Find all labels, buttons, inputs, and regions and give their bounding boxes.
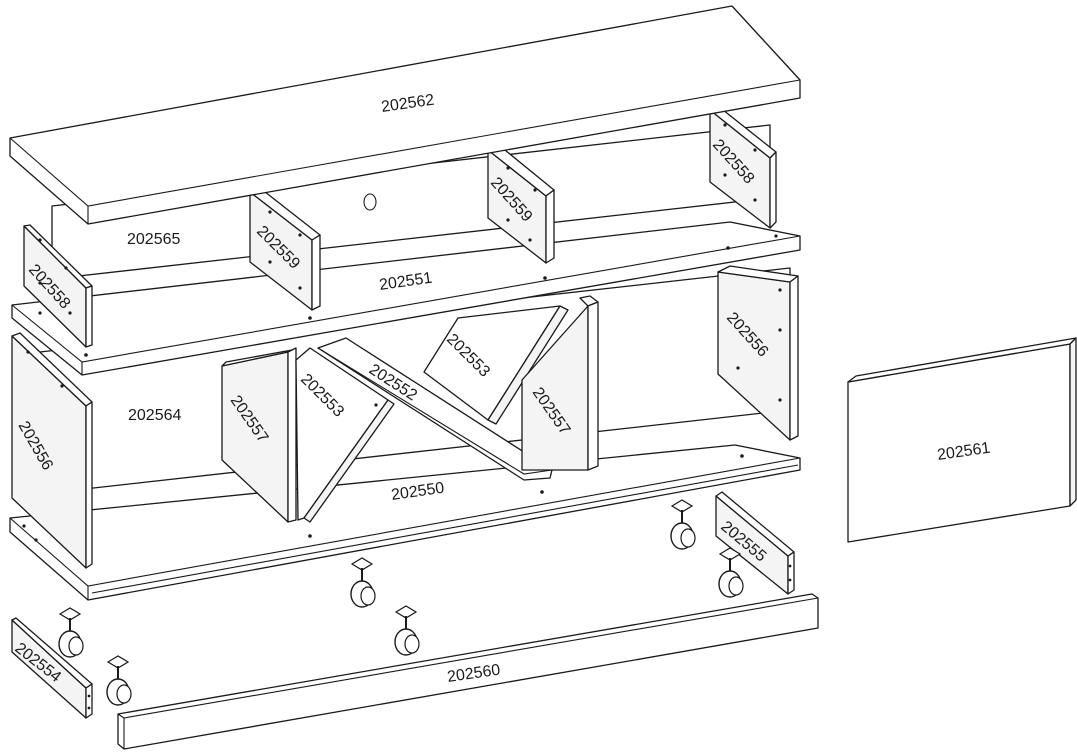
lower-side-left: 202556 [11, 332, 93, 569]
cable-hole [363, 193, 377, 211]
diagonal-panel-right: 202553 [423, 305, 569, 425]
upper-side-right: 202558 [709, 105, 777, 229]
caster-2 [718, 547, 744, 598]
front-plinth: 202560 [117, 593, 819, 750]
label-back-panel-upper: 202565 [127, 231, 180, 248]
top-panel: 202562 [9, 5, 801, 225]
label-back-panel-lower: 202564 [128, 407, 181, 424]
bottom-shelf: 202550 [9, 444, 801, 601]
caster-4 [394, 605, 420, 656]
upper-divider-left: 202559 [249, 187, 321, 311]
lower-side-right: 202556 [717, 265, 799, 441]
caster-6 [106, 655, 132, 706]
middle-shelf: 202551 [11, 221, 801, 376]
upper-side-left: 202558 [23, 224, 93, 348]
lower-divider-right: 202557 [521, 295, 599, 471]
caster-3 [350, 557, 376, 608]
base-rail-right: 202555 [715, 491, 795, 595]
lower-divider-left: 202557 [221, 347, 297, 523]
caster-5 [58, 607, 84, 658]
separate-back-panel: 202561 [847, 337, 1077, 543]
base-rail-left: 202554 [11, 617, 93, 719]
diagonal-panel-left: 202553 [295, 347, 395, 523]
caster-1 [670, 499, 696, 550]
